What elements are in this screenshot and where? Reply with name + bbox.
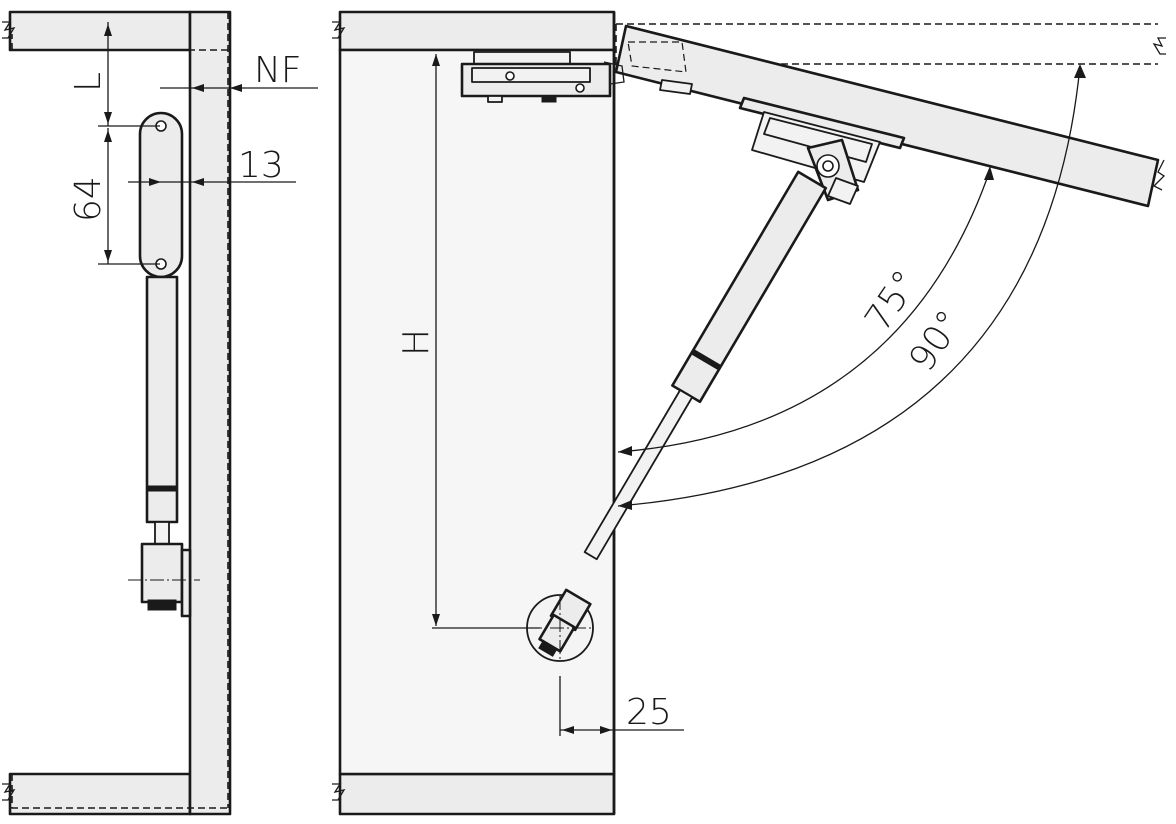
closed-door-break <box>1152 37 1166 55</box>
angle-90-label: 90° <box>901 303 971 379</box>
side-view-break-top <box>2 21 16 39</box>
side-view-foot-fitting <box>140 542 184 604</box>
hinge-assembly <box>460 51 693 103</box>
dim-h-label: H <box>396 329 437 356</box>
lower-fitting-base <box>538 640 558 657</box>
side-view-break-bottom <box>2 783 16 801</box>
gas-spring-cylinder <box>671 170 828 404</box>
dim-64-arrow-bottom <box>104 250 112 262</box>
dim-25-arrow-left <box>562 726 574 734</box>
hinge-link <box>603 61 625 85</box>
dim-64-arrow-top <box>104 130 112 142</box>
open-door-break <box>1152 159 1166 191</box>
side-view-top-panel <box>8 10 192 52</box>
side-view-foot-base <box>147 599 177 611</box>
upper-pivot-pin <box>822 160 834 172</box>
front-view: H 25 75° 90° <box>332 10 1166 816</box>
hinge-clip <box>659 79 693 95</box>
front-view-side-panel <box>338 48 616 776</box>
dim-l-arrow-top <box>104 24 112 36</box>
dim-l-arrow-bottom <box>104 112 112 124</box>
gas-spring-band <box>690 348 722 371</box>
dim-h-arrow-bottom <box>432 614 440 626</box>
angle-75-label: 75° <box>857 263 927 339</box>
dim-13-label: 13 <box>238 145 284 186</box>
dim-13-arrow-right <box>192 178 204 186</box>
dim-nf-arrow-right <box>230 84 242 92</box>
dim-l-label: L <box>68 72 109 92</box>
side-view-mounting-plate <box>138 111 184 279</box>
side-view: L 64 NF 13 <box>2 10 318 816</box>
hinge-arm-inner <box>471 67 591 83</box>
dim-25-arrow-right <box>600 726 612 734</box>
dim-h-arrow-top <box>432 54 440 66</box>
dim-nf-label: NF <box>254 50 302 91</box>
side-view-gas-spring-cylinder <box>145 275 179 524</box>
arc-90-arrow-end <box>1074 64 1086 78</box>
dim-25-label: 25 <box>626 692 672 733</box>
gas-spring-lower-fitting <box>526 588 594 662</box>
gas-spring-rod <box>583 389 694 561</box>
gas-spring <box>583 170 828 561</box>
gas-spring-upper-fitting <box>806 138 860 205</box>
arc-90-arrow-start <box>618 500 632 510</box>
side-view-piston-rod <box>154 521 170 545</box>
side-view-foot-plate <box>180 548 192 618</box>
side-view-cylinder-band <box>146 485 178 492</box>
side-view-side-wall <box>188 10 232 816</box>
hinge-screw-2 <box>575 83 585 93</box>
hinge-adjuster <box>541 95 557 103</box>
front-view-bottom-panel <box>338 772 616 816</box>
dim-nf-arrow-left <box>192 84 204 92</box>
arc-75 <box>617 169 991 453</box>
front-view-top-panel <box>338 10 616 52</box>
dim-13-arrow-left <box>149 178 161 186</box>
hinge-tab <box>487 95 503 103</box>
arc-75-arrow-end <box>984 166 994 180</box>
front-view-break-top <box>332 21 346 39</box>
dim-64-label: 64 <box>68 176 109 222</box>
arc-75-arrow-start <box>618 446 632 456</box>
arc-90 <box>617 65 1081 507</box>
front-view-break-bottom <box>332 783 346 801</box>
hinge-screw-1 <box>505 71 515 81</box>
open-door-panel <box>614 24 1160 208</box>
door-hinge-hidden <box>627 41 687 73</box>
